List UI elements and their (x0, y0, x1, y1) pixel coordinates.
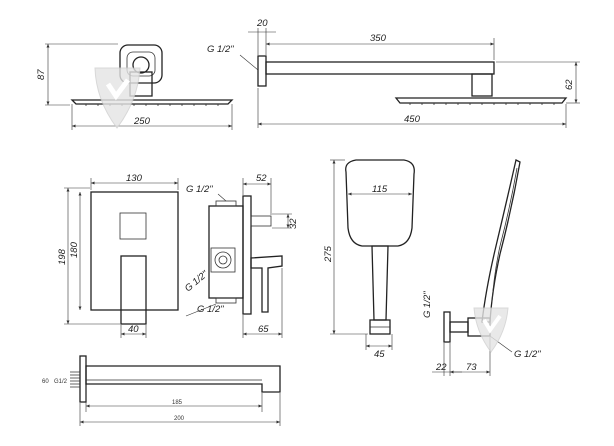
hand-shower-front-view: 115 275 45 (323, 159, 415, 360)
dim-hand-length: 275 (323, 245, 334, 263)
label-spout-thread: G1/2 (54, 379, 68, 385)
hand-shower-head (345, 159, 415, 247)
label-holder-thread-2: G 1/2" (514, 349, 541, 360)
dim-port-offset: 32 (288, 218, 299, 229)
dim-mixer-width: 130 (126, 173, 143, 184)
spout-flange (79, 355, 87, 403)
droplet-check-logo-icon-2 (473, 307, 509, 353)
arm-socket (132, 56, 150, 74)
holder-flange (443, 311, 451, 343)
label-holder-thread: G 1/2" (422, 291, 433, 318)
dim-arm-length: 350 (370, 33, 387, 44)
dim-spout-inner: 185 (172, 400, 183, 406)
dim-head-height: 87 (36, 69, 47, 80)
dim-hand-head-width: 115 (372, 184, 388, 195)
mixer-front-view: 130 198 180 40 (57, 173, 179, 338)
head-plate (70, 99, 234, 105)
dim-spout-total: 200 (174, 416, 185, 422)
hand-shower-side-inner (491, 167, 518, 303)
dim-flange: 20 (256, 18, 268, 29)
holder-arm (449, 321, 469, 333)
dim-mixer-depth: 52 (256, 173, 267, 184)
label-mixer-thread-bottom: G 1/2" (197, 304, 224, 315)
dim-head-width: 250 (133, 116, 151, 127)
label-spout-size: 60 (42, 379, 49, 385)
mixer-lever (120, 255, 147, 325)
bottom-outlet (215, 297, 237, 304)
dim-lever-width: 40 (128, 324, 139, 335)
spout-thread (70, 371, 80, 388)
head-side-plate (394, 97, 568, 104)
label-mixer-thread-mid: G 1/2" (183, 268, 211, 294)
top-outlet (215, 200, 237, 207)
wall-plate-inner (126, 51, 156, 77)
dim-arm-total: 450 (404, 114, 421, 125)
spout-body (85, 365, 281, 393)
valve-body (208, 205, 244, 299)
label-mixer-thread-top: G 1/2" (186, 184, 213, 195)
mixer-cover-plate (90, 191, 179, 311)
dim-lever-reach: 65 (258, 324, 269, 335)
shower-arm-side-view: 20 350 G 1/2" 62 450 (207, 18, 580, 128)
bath-spout-side-view: 60 G1/2 185 200 (42, 355, 281, 426)
diverter-knob (119, 212, 147, 240)
dim-holder-offset: 22 (435, 362, 447, 373)
head-connector (471, 73, 493, 97)
droplet-check-logo-icon (94, 67, 141, 129)
shower-head-front-view: 87 250 (36, 43, 234, 130)
holder-side-view: G 1/2" G 1/2" 22 73 (422, 159, 541, 376)
dim-mixer-height: 198 (57, 248, 68, 265)
wall-plate (119, 44, 163, 84)
hand-shower-handle (371, 245, 389, 321)
side-plate (242, 195, 252, 315)
dim-holder-reach: 73 (466, 362, 477, 373)
mixer-side-view: 52 G 1/2" 32 G 1/2" G 1/2" 65 (183, 173, 299, 338)
dim-mixer-inner: 180 (69, 241, 80, 258)
shower-arm (265, 61, 495, 75)
cartridge-housing (210, 247, 236, 273)
dim-hand-base: 45 (374, 349, 385, 360)
wall-flange (257, 55, 267, 87)
cartridge-ring (214, 251, 232, 269)
label-arm-thread: G 1/2" (207, 44, 234, 55)
diverter-stem (250, 215, 272, 227)
cartridge-core (218, 255, 228, 265)
head-side-nozzles (409, 103, 555, 105)
lever-side (250, 255, 283, 313)
dim-arm-drop: 62 (564, 79, 575, 90)
